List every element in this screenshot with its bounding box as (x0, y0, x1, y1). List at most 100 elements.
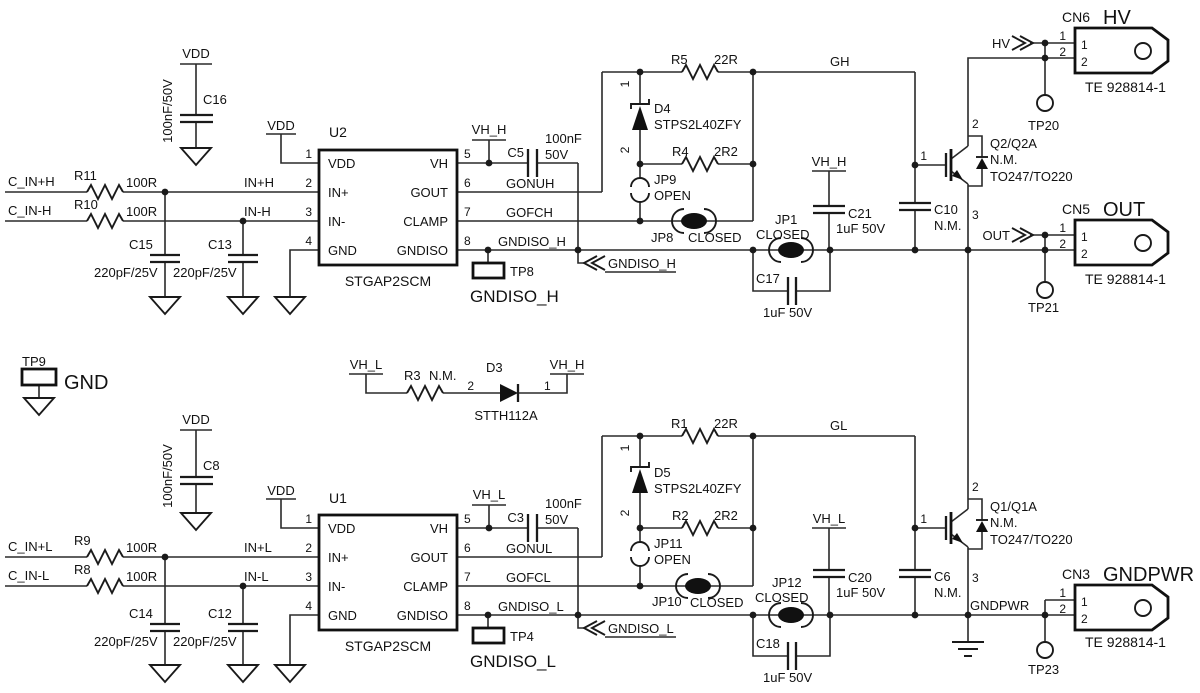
r9-ref: R9 (74, 533, 91, 548)
u2-pin1-num: 1 (305, 147, 312, 161)
q1-emit-num: 3 (972, 571, 979, 585)
net-gh: GH (830, 54, 850, 69)
vdd-label-c8: VDD (182, 412, 209, 427)
net-gofch: GOFCH (506, 205, 553, 220)
c17-ref: C17 (756, 271, 780, 286)
net-gonul: GONUL (506, 541, 552, 556)
cn6-name-big: HV (1103, 7, 1131, 29)
q2-coll-num: 2 (972, 117, 979, 131)
r9-value: 100R (126, 540, 157, 555)
wires-middle (38, 63, 846, 398)
jp8-state: CLOSED (688, 230, 741, 245)
d5-pin2: 2 (618, 509, 632, 516)
vhl-flag-c20: VH_L (813, 511, 846, 526)
vhl-flag-d3: VH_L (350, 357, 383, 372)
u2-pin3-num: 3 (305, 205, 312, 219)
u1-pin6-num: 6 (464, 541, 471, 555)
cn5-name-big: OUT (1103, 199, 1145, 221)
cn6-pin2-in: 2 (1081, 55, 1088, 69)
q2-gate-num: 1 (920, 149, 927, 163)
u1-part: STGAP2SCM (345, 638, 431, 654)
junction-dots (161, 39, 1049, 619)
c10-ref: C10 (934, 202, 958, 217)
r11-ref: R11 (74, 168, 97, 183)
net-in-p-l: IN+L (244, 540, 272, 555)
vdd-label-c16: VDD (182, 46, 209, 61)
jumper-jp10-closed-icon (675, 573, 721, 599)
r8-ref: R8 (74, 562, 91, 577)
d5-ref: D5 (654, 465, 671, 480)
c14-value: 220pF/25V (94, 634, 158, 649)
net-gndiso-h-pin8: GNDISO_H (498, 234, 566, 249)
d5-pin1: 1 (618, 444, 632, 451)
r11-value: 100R (126, 175, 157, 190)
jp12-state: CLOSED (755, 590, 808, 605)
c13-ref: C13 (208, 237, 232, 252)
r4-ref: R4 (672, 144, 689, 159)
r1-ref: R1 (671, 416, 688, 431)
u2-pin7-num: 7 (464, 205, 471, 219)
u2-pin-clamp: CLAMP (403, 214, 448, 229)
c18-ref: C18 (756, 636, 780, 651)
c6-value: N.M. (934, 585, 961, 600)
jp9-ref: JP9 (654, 172, 676, 187)
cn5-pin2-in: 2 (1081, 247, 1088, 261)
vhh-flag-d3: VH_H (550, 357, 585, 372)
u1-pin5-num: 5 (464, 512, 471, 526)
jp11-ref: JP11 (654, 536, 683, 551)
r5-ref: R5 (671, 52, 688, 67)
u1-ref: U1 (329, 490, 347, 506)
c16-value: 100nF/50V (160, 79, 175, 143)
connector-cn5 (1073, 218, 1170, 267)
jumper-jp11-open-icon (630, 541, 650, 567)
q2-pkg: TO247/TO220 (990, 169, 1073, 184)
d4-pin2: 2 (618, 146, 632, 153)
u2-pin8-num: 8 (464, 234, 471, 248)
gnd-big-label: GND (64, 372, 108, 394)
c21-ref: C21 (848, 206, 872, 221)
tp9-pad (20, 367, 58, 387)
r2-value: 2R2 (714, 508, 738, 523)
c15-ref: C15 (129, 237, 153, 252)
q2-nm: N.M. (990, 152, 1017, 167)
u1-pin8-num: 8 (464, 599, 471, 613)
tp21-pad (1036, 281, 1054, 299)
tp4-pad (471, 626, 506, 645)
net-flag-chevrons (581, 35, 1036, 636)
r10-ref: R10 (74, 197, 98, 212)
r3-value: N.M. (429, 368, 456, 383)
c10-value: N.M. (934, 218, 961, 233)
u1-pin3-num: 3 (305, 570, 312, 584)
u2-pin-gndiso: GNDISO (397, 243, 448, 258)
cn6-part: TE 928814-1 (1085, 79, 1166, 95)
wires-top (5, 42, 1075, 509)
jp1-ref: JP1 (775, 212, 797, 227)
cn5-part: TE 928814-1 (1085, 271, 1166, 287)
c5-value1: 100nF (545, 131, 582, 146)
tp8-pad (471, 261, 506, 280)
vhh-flag-c21: VH_H (812, 154, 847, 169)
u2-pin-gout: GOUT (410, 185, 448, 200)
cn6-pin1-in: 1 (1081, 38, 1088, 52)
tp20-pad (1036, 94, 1054, 112)
u2-pin-inp: IN+ (328, 185, 349, 200)
net-c-in-p-h: C_IN+H (8, 174, 55, 189)
jumper-jp12-closed-icon (768, 602, 814, 628)
diode-d5 (630, 462, 650, 493)
resistor-symbols (86, 62, 719, 596)
q1-pkg: TO247/TO220 (990, 532, 1073, 547)
vdd-label-u2: VDD (267, 118, 294, 133)
u1-pin1-num: 1 (305, 512, 312, 526)
u1-pin7-num: 7 (464, 570, 471, 584)
q2-emit-num: 3 (972, 208, 979, 222)
net-in-m-l: IN-L (244, 569, 269, 584)
c5-value2: 50V (545, 147, 568, 162)
net-gonuh: GONUH (506, 176, 554, 191)
net-gndiso-l-pin8: GNDISO_L (498, 599, 564, 614)
cn6-ref: CN6 (1062, 9, 1090, 25)
r3-ref: R3 (404, 368, 421, 383)
net-gl: GL (830, 418, 847, 433)
vhl-flag-u1: VH_L (473, 487, 506, 502)
